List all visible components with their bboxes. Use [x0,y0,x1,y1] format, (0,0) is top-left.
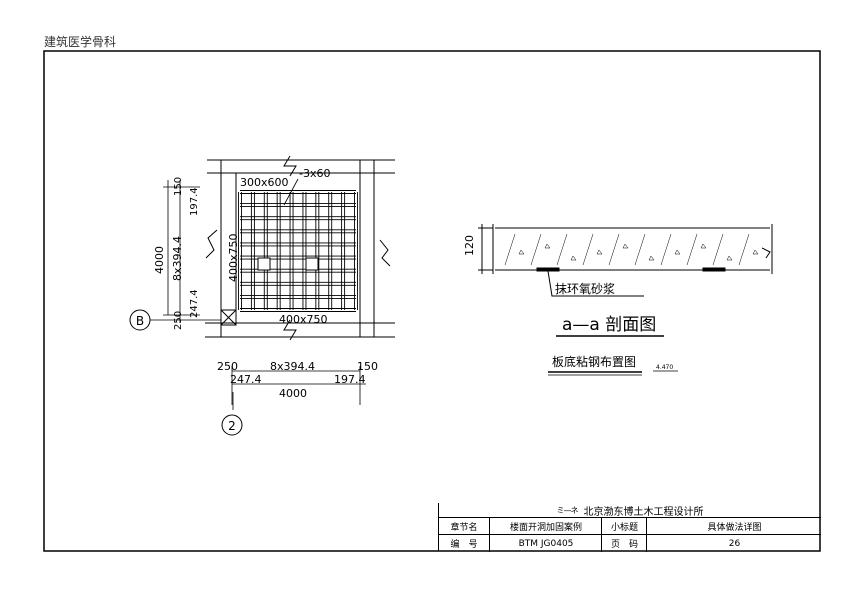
hatch-line [556,233,568,266]
axis-bubble-b [129,309,151,331]
axis-label-b: B [136,314,144,328]
aggregate-mark [674,249,681,255]
hatch-line [686,233,698,266]
drawing-frame [43,50,821,552]
cell-code-label: 编 号 [450,540,478,550]
dim-left-bot2: 250 [173,311,184,330]
bonded-plate-2 [702,267,726,272]
cell-chapter-label: 章节名 [450,523,478,533]
cell-subtitle-label: 小标题 [601,518,647,535]
dim-bot-left1: 250 [217,360,238,373]
hatch-line [530,233,542,266]
hatch-line [634,233,646,266]
section-title: a—a 剖面图 [562,315,656,335]
aggregate-mark [726,255,733,261]
dim-left-bot1: 247.4 [189,289,200,318]
section-view [478,224,773,297]
hatch-line [738,233,750,266]
steel-grid [238,190,358,312]
dim-bot-mid: 8x394.4 [270,360,315,373]
aggregate-mark [648,255,655,261]
cell-subtitle-value: 具体做法详图 [646,518,822,535]
hatch-line [504,233,516,266]
opening-left [257,257,271,271]
aggregate-mark [700,243,707,249]
elevation-value: 4.470 [656,364,673,371]
opening-right [305,257,319,271]
section-subtitle: 板底粘钢布置图 [552,354,636,369]
concrete-hatch [504,233,759,266]
aggregate-mark [752,249,759,255]
cell-code-value: BTM JG0405 [489,535,602,552]
plan-view [205,155,395,341]
hatch-line [582,233,594,266]
plan-openings [257,257,319,271]
cell-page-label: 页 码 [601,535,647,552]
dim-bot-total: 4000 [279,387,307,400]
axis-label-2: 2 [228,419,236,433]
label-beam-bottom: 400x750 [279,313,328,326]
aggregate-mark [596,249,603,255]
cell-page-value: 26 [646,535,822,552]
dim-bot-left2: 247.4 [230,373,262,386]
firm-name: 北京渤东博土木工程设计所 [583,506,704,518]
label-beam-left: 400x750 [227,233,240,282]
aggregate-mark [622,243,629,249]
hatch-line [660,233,672,266]
bonded-plate-1 [536,267,560,272]
dim-bot-right1: 150 [357,360,378,373]
aggregate-mark [518,249,525,255]
aggregate-mark [570,255,577,261]
label-epoxy-mortar: 抹环氧砂浆 [555,281,615,296]
title-block: ミ—ネ 北京渤东博土木工程设计所 章节名 楼面开洞加固案例 小标题 具体做法详图… [438,503,821,552]
title-block-firm: ミ—ネ 北京渤东博土木工程设计所 [439,503,821,518]
hatch-line [712,233,724,266]
watermark-text: 建筑医学骨科 [44,35,117,49]
dim-left-total: 4000 [153,246,166,274]
title-block-row-1: 章节名 楼面开洞加固案例 小标题 具体做法详图 [439,517,821,535]
aggregate-mark [544,243,551,249]
firm-logo-icon: ミ—ネ [556,505,579,515]
label-strip: -3x60 [299,167,330,180]
axis-bubble-2 [221,414,243,436]
dim-bot-right2: 197.4 [334,373,366,386]
plan-dimensions [150,180,366,410]
dim-left-mid: 8x394.4 [171,236,184,281]
dim-left-top2: 197.4 [189,187,200,216]
cell-chapter-value: 楼面开洞加固案例 [489,518,602,535]
label-beam-top: 300x600 [240,176,289,189]
title-block-row-2: 编 号 BTM JG0405 页 码 26 [439,534,821,552]
dim-left-top1: 150 [173,177,184,196]
label-slab-thickness: 120 [463,235,476,256]
hatch-line [608,233,620,266]
